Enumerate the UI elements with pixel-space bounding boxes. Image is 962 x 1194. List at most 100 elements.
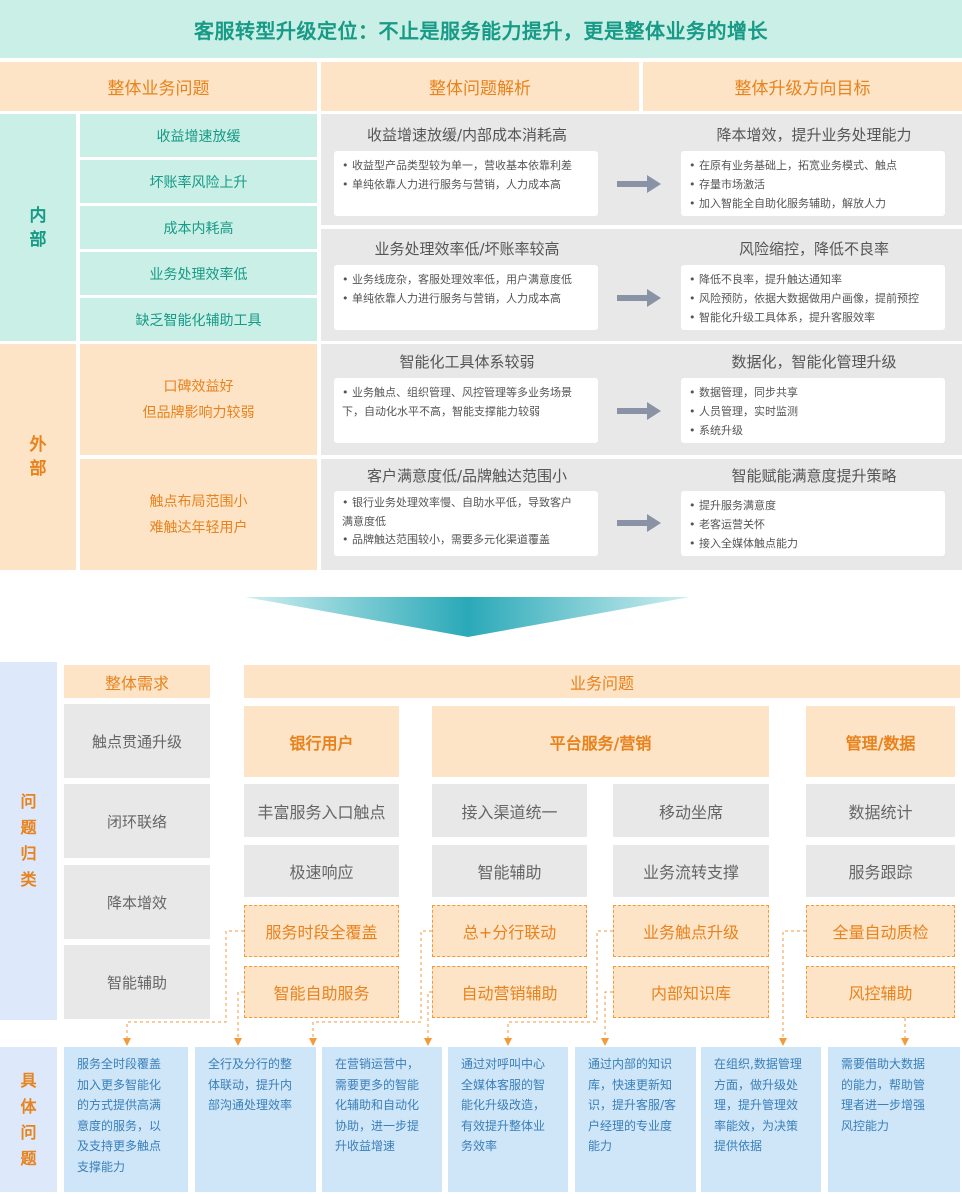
analysis-detail-box: • 业务线庞杂，客服处理效率低，用户满意度低 • 单纯依靠人力进行服务与营销，人… [334, 265, 598, 330]
specific-problem-box: 在组织,数据管理 方面，做升级处 理，提升管理效 率能效，为决策 提供依据 [701, 1047, 821, 1192]
specific-line: 支撑能力 [77, 1159, 126, 1174]
specific-line: 理者进一步增强 [841, 1098, 926, 1112]
specific-line: 及支持更多触点 [77, 1139, 162, 1153]
issue-item: 数据统计 [806, 784, 955, 837]
specific-problem-box: 全行及分行的整 体联动，提升内 部沟通处理效率 [195, 1047, 316, 1192]
external-label: 外 部 [0, 344, 76, 570]
analysis-line: • 收益型产品类型较为单一，营收基本依靠利差 [342, 159, 572, 172]
external-label-char: 外 [29, 435, 47, 455]
specific-line: 方面，做升级处 [714, 1077, 799, 1092]
analysis-line: • 品牌触达范围较小，需要多元化渠道覆盖 [342, 533, 550, 546]
specific-line: 在营销运营中， [335, 1057, 420, 1071]
classification-label: 问 题 归 类 [0, 662, 57, 1020]
issue-item: 服务跟踪 [806, 845, 955, 897]
goal-line: • 加入智能全自助化服务辅助，解放人力 [689, 197, 886, 210]
need-item: 降本增效 [64, 865, 210, 939]
specific-line: 加入更多智能化 [77, 1077, 162, 1092]
goal-line: • 存量市场激活 [689, 178, 765, 191]
specific-line: 识，提升客服/客 [588, 1098, 677, 1112]
goal-detail-box: • 在原有业务基础上，拓宽业务模式、触点 • 存量市场激活 • 加入智能全自助化… [681, 151, 945, 216]
goal-detail-box: • 降低不良率，提升触达通知率 • 风险预防，依据大数据做用户画像，提前预控 •… [681, 265, 945, 330]
external-problem-item: 触点布局范围小 难触达年轻用户 [80, 459, 317, 570]
specific-line: 部沟通处理效率 [208, 1098, 293, 1112]
specific-line: 需要借助大数据 [841, 1057, 926, 1071]
classification-label-char: 题 [20, 818, 37, 837]
specific-problem-box: 在营销运营中， 需要更多的智能 化辅助和自动化 协助，进一步提 升收益增速 [322, 1047, 442, 1192]
goal-title: 智能赋能满意度提升策略 [731, 467, 897, 485]
goal-line: • 老客运营关怀 [689, 518, 765, 531]
goal-detail-box: • 提升服务满意度 • 老客运营关怀 • 接入全媒体触点能力 [681, 491, 945, 556]
specific-line: 协助，进一步提 [335, 1118, 420, 1133]
right-arrow-icon [617, 175, 661, 193]
specific-label-char: 问 [20, 1122, 37, 1142]
key-issue-item: 全量自动质检 [806, 905, 955, 957]
goal-line: • 系统升级 [689, 424, 743, 437]
internal-problem-item: 业务处理效率低 [80, 252, 317, 295]
goal-line: • 数据管理，同步共享 [689, 386, 798, 399]
analysis-line: • 单纯依靠人力进行服务与营销，人力成本高 [342, 178, 561, 191]
specific-line: 全媒体客服的智 [461, 1077, 546, 1092]
key-issue-item: 风控辅助 [806, 966, 955, 1018]
analysis-detail-box: • 收益型产品类型较为单一，营收基本依靠利差 • 单纯依靠人力进行服务与营销，人… [334, 151, 598, 216]
goal-line: • 智能化升级工具体系，提升客服效率 [689, 311, 875, 324]
goal-line: • 接入全媒体触点能力 [689, 537, 798, 550]
analysis-title: 业务处理效率低/坏账率较高 [374, 240, 560, 258]
goal-line: • 在原有业务基础上，拓宽业务模式、触点 [689, 159, 897, 172]
specific-problem-box: 通过对呼叫中心 全媒体客服的智 能化升级改造， 有效提升整体业 务效率 [448, 1047, 568, 1192]
need-item: 触点贯通升级 [64, 704, 210, 778]
external-problem-line: 难触达年轻用户 [149, 519, 248, 536]
key-issue-item: 服务时段全覆盖 [244, 905, 399, 957]
issue-item: 智能辅助 [432, 845, 587, 897]
key-issue-item: 内部知识库 [613, 966, 769, 1018]
key-issue-item: 自动营销辅助 [432, 966, 587, 1018]
category-platform-service: 平台服务/营销 [432, 706, 769, 777]
specific-label: 具 体 问 题 [0, 1047, 57, 1192]
specific-line: 通过内部的知识 [588, 1057, 673, 1071]
external-problem-line: 触点布局范围小 [149, 493, 248, 510]
specific-line: 需要更多的智能 [335, 1077, 420, 1092]
specific-label-char: 题 [20, 1148, 37, 1168]
analysis-title: 客户满意度低/品牌触达范围小 [366, 467, 568, 485]
specific-line: 理，提升管理效 [714, 1098, 799, 1112]
specific-line: 通过对呼叫中心 [461, 1057, 546, 1071]
analysis-line: • 业务线庞杂，客服处理效率低，用户满意度低 [342, 273, 572, 286]
specific-line: 化辅助和自动化 [335, 1098, 420, 1112]
specific-line: 服务全时段覆盖 [77, 1057, 162, 1071]
goal-line: • 人员管理，实时监测 [689, 405, 798, 418]
specific-label-char: 具 [20, 1070, 37, 1090]
header-goals: 整体升级方向目标 [643, 62, 962, 111]
right-arrow-icon [617, 402, 661, 420]
funnel-arrow-icon [245, 597, 690, 637]
goal-line: • 降低不良率，提升触达通知率 [689, 273, 842, 286]
specific-line: 提供依据 [714, 1139, 763, 1153]
goal-title: 降本增效，提升业务处理能力 [716, 126, 912, 144]
specific-line: 务效率 [461, 1139, 498, 1153]
goal-line: • 风险预防，依据大数据做用户画像，提前预控 [689, 292, 919, 305]
issues-header: 业务问题 [244, 665, 960, 698]
internal-problem-item: 成本内耗高 [80, 206, 317, 249]
specific-line: 能力 [588, 1139, 613, 1153]
analysis-line: • 银行业务处理效率慢、自助水平低，导致客户 [342, 496, 572, 509]
analysis-detail-box: • 银行业务处理效率慢、自助水平低，导致客户 满意度低 • 品牌触达范围较小，需… [334, 491, 598, 556]
specific-line: 风控能力 [841, 1118, 890, 1133]
specific-line: 库，快速更新知 [588, 1077, 673, 1092]
analysis-detail-box: • 业务触点、组织管理、风控管理等多业务场景 下，自动化水平不高，智能支撑能力较… [334, 378, 598, 443]
analysis-title: 智能化工具体系较弱 [399, 353, 535, 371]
internal-label-char: 内 [29, 205, 47, 226]
specific-line: 率能效，为决策 [714, 1118, 799, 1133]
header-business-problems: 整体业务问题 [0, 62, 317, 111]
need-item: 智能辅助 [64, 945, 210, 1019]
goal-title: 数据化，智能化管理升级 [731, 353, 897, 371]
issue-item: 极速响应 [244, 845, 399, 897]
specific-label-char: 体 [20, 1096, 37, 1116]
key-issue-item: 业务触点升级 [613, 905, 769, 957]
goal-title: 风险缩控，降低不良率 [738, 240, 889, 258]
specific-line: 户经理的专业度 [588, 1118, 673, 1133]
specific-line: 意度的服务，以 [77, 1118, 162, 1133]
analysis-line: 满意度低 [342, 514, 386, 528]
needs-header: 整体需求 [64, 665, 210, 698]
header-analysis: 整体问题解析 [321, 62, 639, 111]
specific-line: 能化升级改造， [461, 1098, 546, 1112]
specific-line: 体联动，提升内 [208, 1077, 293, 1092]
classification-label-char: 归 [20, 844, 37, 863]
